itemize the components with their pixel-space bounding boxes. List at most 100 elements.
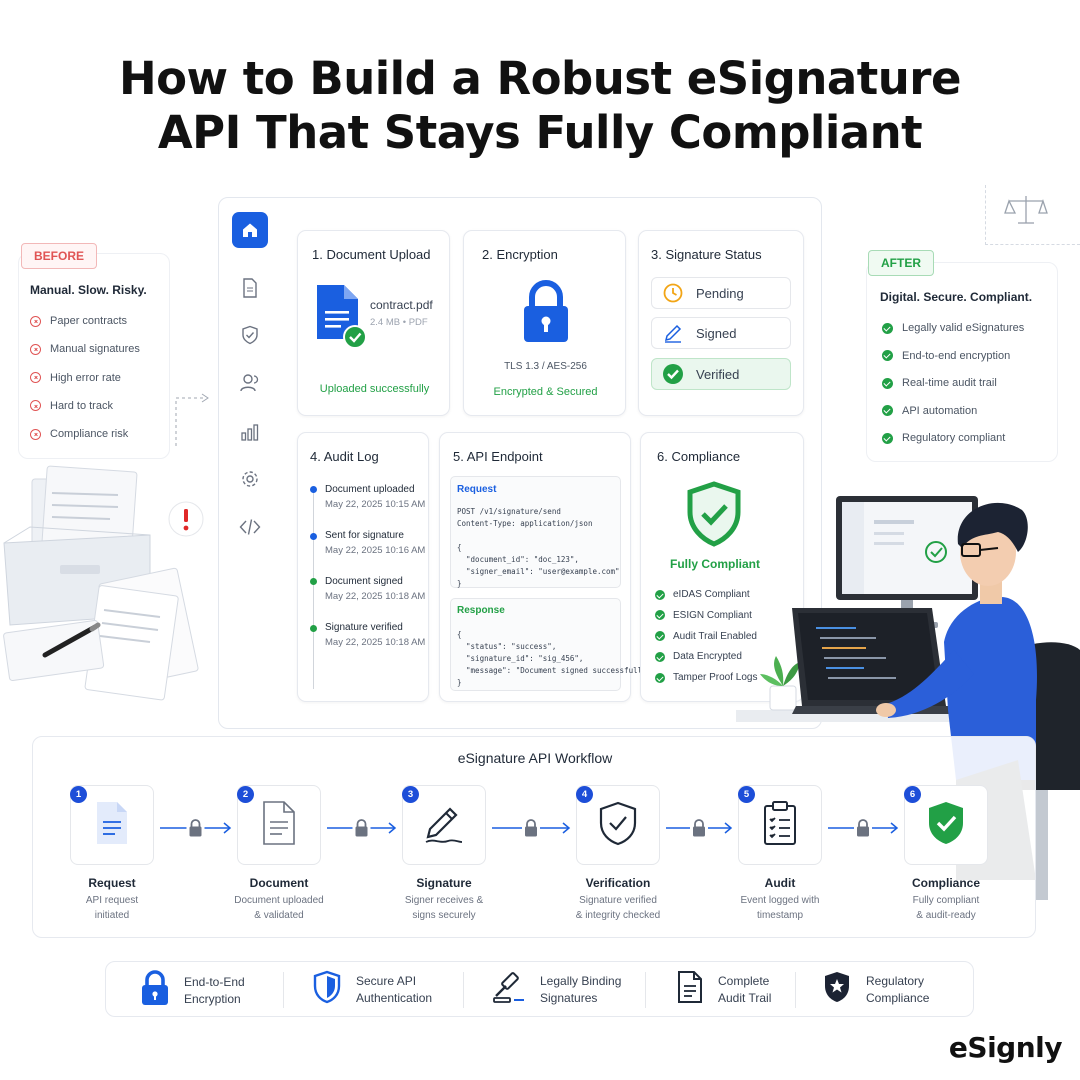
bar-chart-icon[interactable]: [232, 414, 268, 450]
before-item-label: Paper contracts: [50, 315, 128, 327]
shield-check-green-icon: [924, 799, 968, 852]
divider: [283, 972, 284, 1008]
divider: [645, 972, 646, 1008]
paper-files-illustration: [3, 465, 204, 701]
brand-logo: eSignly: [948, 1031, 1063, 1064]
document-icon[interactable]: [232, 270, 268, 306]
before-item: Manual signatures: [30, 343, 140, 355]
check-circle-icon: [655, 589, 665, 600]
x-circle-icon: [30, 315, 41, 327]
pen-icon: [662, 322, 684, 344]
gavel-icon: [492, 970, 526, 1009]
request-code: POST /v1/signature/send Content-Type: ap…: [457, 507, 620, 588]
upload-status: Uploaded successfully: [319, 383, 430, 395]
star-shield-icon: [822, 970, 852, 1009]
after-item-label: Real-time audit trail: [902, 377, 997, 390]
response-code: { "status": "success", "signature_id": "…: [457, 630, 652, 687]
file-meta: 2.4 MB • PDF: [370, 317, 428, 328]
locked-arrow-icon: [158, 818, 233, 838]
check-circle-icon: [655, 651, 665, 662]
after-item: Real-time audit trail: [882, 377, 997, 389]
timeline-dot: [310, 578, 317, 585]
after-item-label: Legally valid eSignatures: [902, 322, 1025, 334]
step-description: Signer receives &signs securely: [374, 893, 514, 923]
document-icon: [259, 800, 299, 851]
home-icon[interactable]: [232, 212, 268, 248]
clipboard-checklist-icon: [760, 800, 800, 851]
dashed-arrow: [175, 393, 209, 446]
compliance-item-label: eIDAS Compliant: [673, 589, 750, 600]
pdf-file-icon: [317, 285, 366, 349]
pen-signature-icon: [422, 801, 466, 850]
status-verified[interactable]: Verified: [651, 358, 791, 390]
step-number: 2: [237, 786, 254, 803]
request-label: Request: [457, 484, 497, 495]
step-number: 1: [70, 786, 87, 803]
timeline-time: May 22, 2025 10:18 AM: [325, 591, 426, 602]
compliance-headline: Fully Compliant: [670, 557, 760, 571]
after-item-label: End-to-end encryption: [902, 349, 1011, 362]
compliance-item: Tamper Proof Logs: [655, 672, 758, 683]
step-desc-line: Fully compliant: [912, 895, 980, 906]
after-item: Regulatory compliant: [882, 432, 1005, 444]
step-desc-line: initiated: [94, 910, 130, 921]
status-label: Pending: [696, 285, 744, 301]
check-circle-icon: [882, 350, 893, 362]
card-title: 6. Compliance: [657, 449, 741, 464]
audit-log-card: 4. Audit Log Document uploaded May 22, 2…: [297, 432, 429, 702]
x-circle-icon: [30, 372, 41, 384]
request-block: [450, 476, 621, 588]
after-item: API automation: [882, 405, 977, 417]
check-circle-icon: [655, 631, 665, 642]
title-line-1: How to Build a Robust eSignature: [118, 52, 962, 105]
step-desc-line: Signer receives &: [404, 895, 484, 906]
code-icon[interactable]: [232, 509, 268, 545]
timeline-event: Document signed: [325, 576, 403, 587]
compliance-item: Data Encrypted: [655, 651, 742, 662]
after-item: End-to-end encryption: [882, 350, 1010, 362]
step-title: Signature: [416, 876, 472, 890]
status-signed[interactable]: Signed: [651, 317, 791, 349]
timeline-dot: [310, 625, 317, 632]
workflow-title: eSignature API Workflow: [457, 750, 613, 766]
step-desc-line: Document uploaded: [234, 895, 324, 906]
response-label: Response: [457, 605, 505, 616]
after-item-label: Regulatory compliant: [902, 432, 1006, 445]
x-circle-icon: [30, 400, 41, 412]
before-item-label: High error rate: [50, 371, 121, 384]
page-title: How to Build a Robust eSignature API Tha…: [0, 52, 1080, 160]
card-title: 4. Audit Log: [310, 449, 379, 464]
step-number: 4: [576, 786, 593, 803]
users-icon[interactable]: [232, 365, 268, 401]
locked-arrow-icon: [325, 818, 398, 838]
check-circle-icon: [882, 377, 893, 389]
shield-icon: [312, 970, 342, 1009]
shield-icon[interactable]: [232, 317, 268, 353]
divider: [795, 972, 796, 1008]
step-title: Audit: [764, 876, 796, 890]
compliance-card: 6. Compliance Fully Compliant eIDAS Comp…: [640, 432, 804, 702]
feature-line: Audit Trail: [718, 990, 772, 1005]
before-heading: Manual. Slow. Risky.: [30, 283, 147, 297]
gear-icon[interactable]: [232, 461, 268, 497]
x-circle-icon: [30, 428, 41, 440]
document-icon: [676, 970, 704, 1009]
compliance-item: ESIGN Compliant: [655, 610, 752, 621]
step-title: Document: [249, 876, 309, 890]
step-title: Compliance: [911, 876, 980, 890]
x-circle-icon: [30, 343, 41, 355]
compliance-item-label: Audit Trail Enabled: [673, 630, 757, 642]
api-endpoint-card: 5. API Endpoint Request POST /v1/signatu…: [439, 432, 651, 702]
before-badge: BEFORE: [21, 243, 98, 269]
feature-line: End-to-End: [184, 974, 245, 989]
status-pending[interactable]: Pending: [651, 277, 791, 309]
